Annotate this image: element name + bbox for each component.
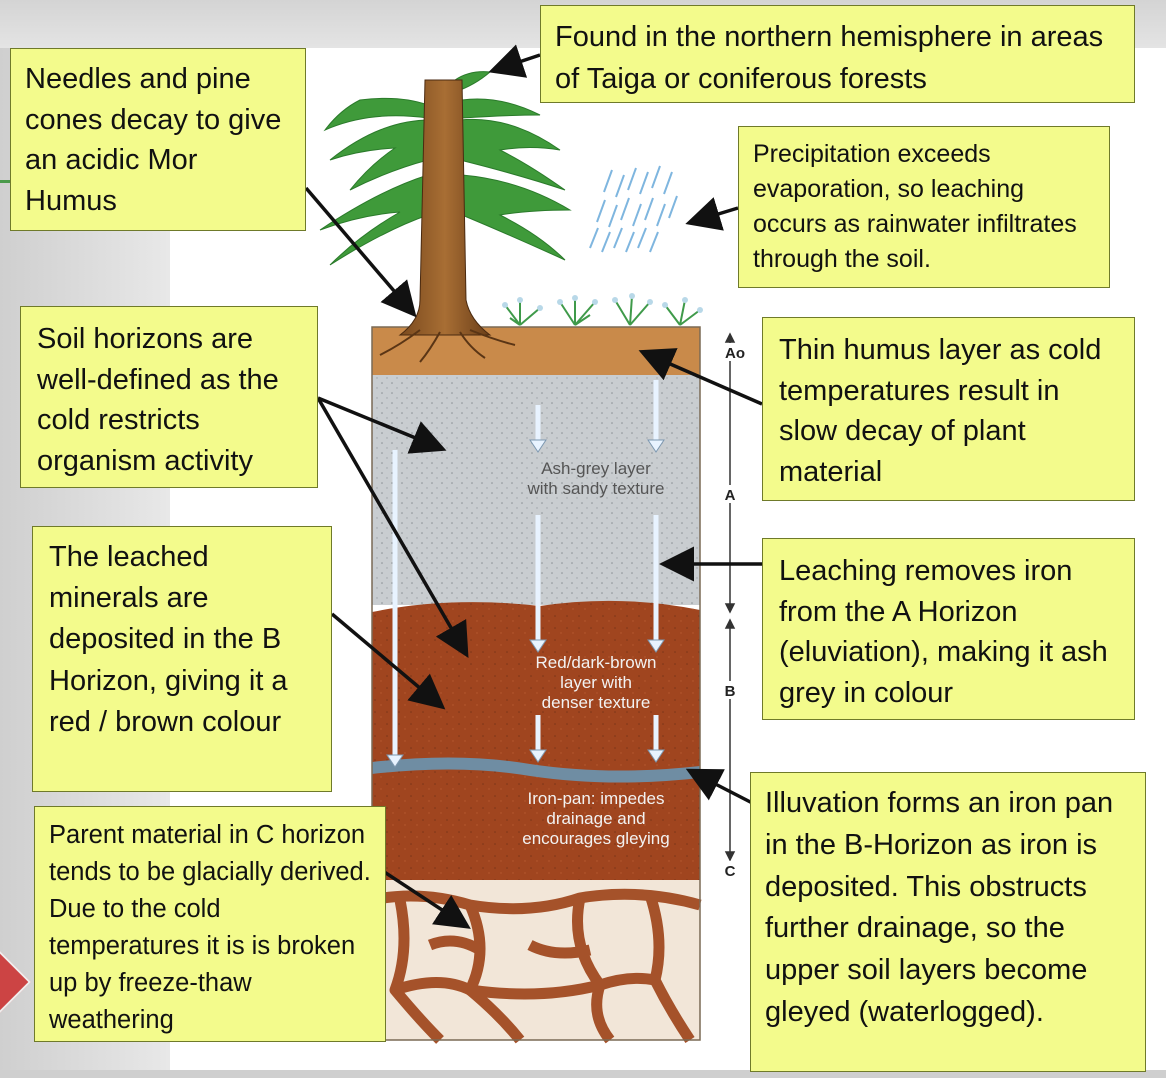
note-found-northern-hemisphere: Found in the northern hemisphere in area… xyxy=(540,5,1135,103)
horizon-c-label: C xyxy=(725,863,736,880)
tree-trunk xyxy=(398,79,492,336)
rain-illustration xyxy=(589,165,678,253)
note-thin-humus: Thin humus layer as cold temperatures re… xyxy=(762,317,1135,501)
note-precipitation-leaching: Precipitation exceeds evaporation, so le… xyxy=(738,126,1110,288)
slide-accent-line xyxy=(0,180,18,183)
pan-label-line2: drainage and xyxy=(546,809,645,828)
leaching-arrows xyxy=(392,380,659,755)
plant-flowers xyxy=(502,293,703,313)
conifer-tree-illustration xyxy=(319,71,572,363)
horizon-axis xyxy=(724,332,736,862)
note-illuvation-iron-pan: Illuvation forms an iron pan in the B-Ho… xyxy=(750,772,1146,1072)
horizon-b-label: B xyxy=(725,683,736,700)
red-label-line3: denser texture xyxy=(542,693,651,712)
note-leaching-removes-iron: Leaching removes iron from the A Horizon… xyxy=(762,538,1135,720)
note-needles-mor-humus: Needles and pine cones decay to give an … xyxy=(10,48,306,231)
red-label-line1: Red/dark-brown xyxy=(536,653,657,672)
ground-plants xyxy=(504,295,701,326)
red-label-line2: layer with xyxy=(560,673,632,692)
pan-label-line3: encourages gleying xyxy=(522,829,669,848)
iron-pan-band xyxy=(372,757,700,783)
note-parent-material: Parent material in C horizon tends to be… xyxy=(34,806,386,1042)
note-leached-minerals: The leached minerals are deposited in th… xyxy=(32,526,332,792)
slide-bottom-strip xyxy=(0,1070,1166,1078)
ash-label-line1: Ash-grey layer xyxy=(541,459,651,478)
ash-label-line2: with sandy texture xyxy=(526,479,664,498)
horizon-ao-label: Ao xyxy=(725,345,745,362)
horizon-a-label: A xyxy=(725,487,736,504)
pan-label-line1: Iron-pan: impedes xyxy=(527,789,664,808)
note-soil-horizons: Soil horizons are well-defined as the co… xyxy=(20,306,318,488)
